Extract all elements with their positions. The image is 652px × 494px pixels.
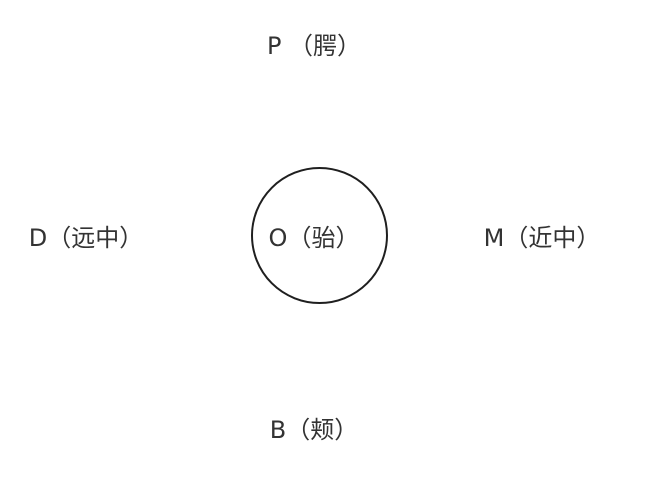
buccal-label: B（颊） xyxy=(269,416,359,444)
mesial-label: M（近中） xyxy=(483,224,601,252)
occlusal-circle xyxy=(251,167,388,304)
palatal-label: P （腭） xyxy=(266,32,362,60)
distal-label: D（远中） xyxy=(28,224,144,252)
occlusal-label: O（骀） xyxy=(268,224,360,252)
